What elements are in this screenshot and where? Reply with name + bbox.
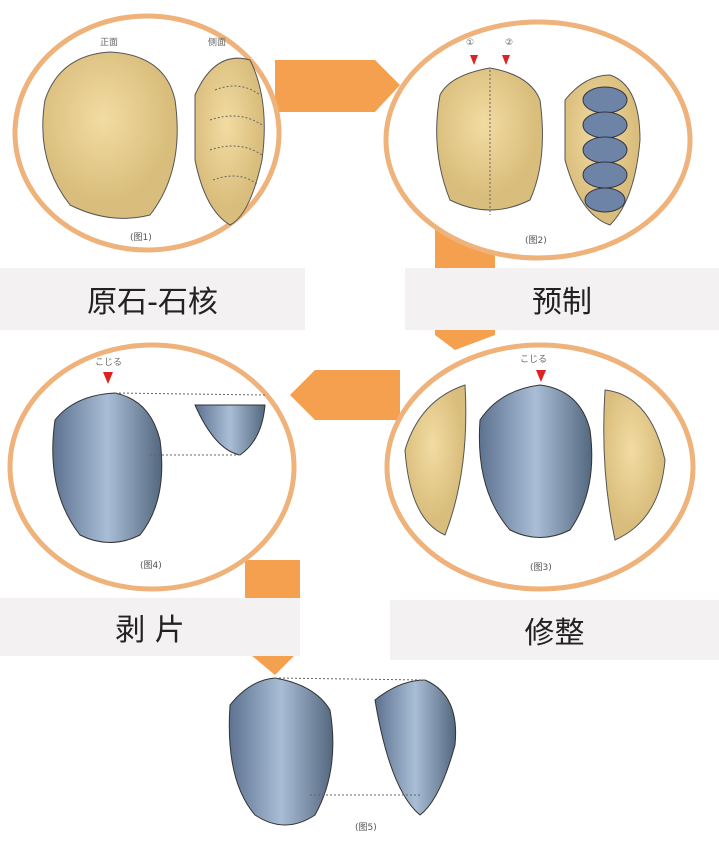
svg-text:正面: 正面	[100, 37, 118, 48]
trimmed-core-front	[478, 384, 593, 538]
svg-text:こじる: こじる	[95, 357, 122, 368]
arrow-1-to-2	[275, 60, 400, 112]
label-raw-stone-core: 原石-石核	[0, 268, 305, 330]
svg-text:(图5): (图5)	[355, 822, 377, 833]
svg-text:(图1): (图1)	[130, 232, 152, 243]
arrow-3-to-4	[290, 370, 400, 420]
flaked-core	[52, 392, 163, 543]
svg-text:侧面: 侧面	[208, 36, 226, 48]
svg-text:①: ①	[466, 38, 474, 48]
trimmed-core-left	[404, 384, 467, 536]
finished-flake	[374, 679, 457, 816]
finished-core	[228, 677, 334, 826]
label-flaking: 剥 片	[0, 598, 300, 656]
raw-stone-front	[42, 51, 178, 219]
svg-text:こじる: こじる	[520, 354, 547, 365]
svg-text:(图2): (图2)	[525, 235, 547, 246]
label-preform: 预制	[405, 268, 719, 330]
svg-text:(图4): (图4)	[140, 560, 162, 571]
raw-stone-side	[194, 57, 265, 226]
svg-text:(图3): (图3)	[530, 562, 552, 573]
label-trimming: 修整	[390, 600, 719, 660]
trimmed-core-right	[603, 389, 666, 541]
svg-text:②: ②	[505, 38, 513, 48]
